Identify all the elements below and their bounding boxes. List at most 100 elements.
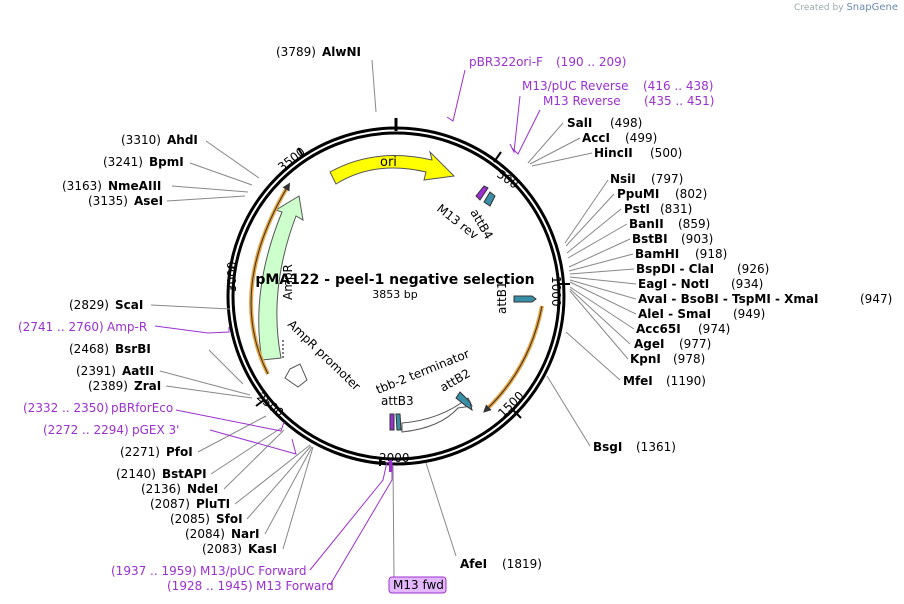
enzyme-pos: (500) [650,146,682,160]
primer-name[interactable]: M13/pUC Reverse [522,79,629,93]
enzyme-name[interactable]: AvaI - BsoBI - TspMI - XmaI [638,292,818,306]
enzyme-name[interactable]: AgeI [634,337,664,351]
enzyme-pos: (2468) [69,342,109,356]
enzyme-pos: (918) [695,247,727,261]
primer-pos: (190 .. 209) [556,55,626,69]
enzyme-name[interactable]: BstAPI [162,467,207,481]
enzyme-name[interactable]: NarI [231,527,260,541]
enzyme-leaders [150,59,637,557]
enzyme-pos: (831) [660,202,692,216]
enzyme-pos: (903) [681,232,713,246]
enzyme-name[interactable]: MfeI [623,374,653,388]
primer-name[interactable]: Amp-R [107,320,147,334]
plasmid-length: 3853 bp [372,288,417,301]
m13fwd-box[interactable] [388,576,447,594]
enzyme-pos: (2136) [141,482,181,496]
primer-name[interactable]: pBRforEco [111,401,173,415]
primer-pos: (1928 .. 1945) [167,579,253,593]
enzyme-name[interactable]: BsrBI [115,342,151,356]
m13fwd-box-label: M13 fwd [393,578,444,592]
enzyme-name[interactable]: PfoI [166,445,193,459]
enzyme-name[interactable]: HincII [594,146,633,160]
enzyme-name[interactable]: NsiI [610,172,636,186]
enzyme-name[interactable]: KasI [248,542,277,556]
enzyme-pos: (2391) [76,364,116,378]
enzyme-pos: (934) [731,277,763,291]
enzyme-name[interactable]: BanII [629,217,664,231]
attB1-site[interactable] [513,295,537,303]
enzyme-pos: (926) [737,262,769,276]
primer-name[interactable]: M13/pUC Forward [200,564,307,578]
primer-leaders [154,69,541,586]
enzyme-name[interactable]: AatII [122,364,154,378]
enzyme-pos: (1819) [502,557,542,571]
primer-labels: pBR322ori-F (190 .. 209) M13/pUC Reverse… [18,55,714,593]
enzyme-name[interactable]: AleI - SmaI [638,307,711,321]
enzyme-name[interactable]: AlwNI [322,45,361,59]
m13fwd-marker [389,460,392,472]
enzyme-name[interactable]: AccI [582,131,610,145]
enzyme-name[interactable]: PpuMI [617,187,659,201]
primer-pos: (2272 .. 2294) [43,423,129,437]
enzyme-name[interactable]: BamHI [635,247,679,261]
tbb2-terminator-feature[interactable] [401,397,473,433]
primer-name[interactable]: pBR322ori-F [469,55,543,69]
enzyme-pos: (2083) [202,542,242,556]
ampr-label: AmpR [281,264,295,300]
enzyme-name[interactable]: BpmI [149,155,184,169]
enzyme-pos: (2085) [170,512,210,526]
tick-label-3000: 3000 [225,261,239,292]
enzyme-pos: (974) [698,322,730,336]
enzyme-name[interactable]: Acc65I [636,322,681,336]
tick-label-2000: 2000 [379,451,410,465]
attB3-label: attB3 [381,394,414,408]
position-ticks [227,147,570,466]
enzyme-name[interactable]: NmeAIII [108,179,161,193]
attB2-site[interactable] [455,391,473,412]
enzyme-pos: (2140) [116,467,156,481]
enzyme-pos: (3163) [62,179,102,193]
enzyme-name[interactable]: ScaI [115,298,143,312]
enzyme-name[interactable]: KpnI [630,352,661,366]
attB1-label: attB1 [495,281,509,314]
enzyme-name[interactable]: BspDI - ClaI [636,262,714,276]
primer-name[interactable]: M13 Reverse [543,94,621,108]
enzyme-name[interactable]: ZraI [134,379,161,393]
enzyme-name[interactable]: AfeI [460,557,487,571]
attB3-site-b[interactable] [395,413,402,431]
enzyme-name[interactable]: NdeI [187,482,218,496]
enzyme-name[interactable]: PstI [624,202,650,216]
enzyme-name[interactable]: PluTI [196,497,230,511]
enzyme-name[interactable]: AhdI [167,133,198,147]
enzyme-pos: (2389) [88,379,128,393]
primer-pos: (2332 .. 2350) [23,401,109,415]
enzyme-name[interactable]: AseI [134,194,163,208]
primer-pos: (416 .. 438) [643,79,713,93]
enzyme-name[interactable]: SalI [567,116,592,130]
enzyme-labels-left: (3789) AlwNI (3310) AhdI (3241) BpmI (31… [62,45,361,556]
attB4-site-b[interactable] [483,191,496,207]
attB3-site[interactable] [389,413,395,431]
orange-arc-right-core [483,305,543,413]
enzyme-pos: (1361) [636,440,676,454]
enzyme-name[interactable]: EagI - NotI [638,277,709,291]
m13fwd-leader [392,465,395,578]
ampr-promoter-feature[interactable] [284,363,308,388]
enzyme-pos: (2084) [185,527,225,541]
enzyme-name[interactable]: SfoI [216,512,243,526]
attB4-site[interactable] [475,185,489,201]
orange-arc-left-core [250,182,291,375]
enzyme-pos: (3241) [103,155,143,169]
enzyme-pos: (797) [651,172,683,186]
enzyme-name[interactable]: BsgI [593,440,622,454]
primer-name[interactable]: pGEX 3' [132,423,179,437]
primer-name[interactable]: M13 Forward [256,579,334,593]
enzyme-pos: (1190) [666,374,706,388]
enzyme-name[interactable]: BstBI [632,232,668,246]
enzyme-pos: (947) [860,292,892,306]
ori-feature[interactable] [329,150,456,185]
enzyme-pos: (977) [679,337,711,351]
ampr-feature[interactable] [258,195,304,361]
snapgene-brand: SnapGene [846,2,898,13]
